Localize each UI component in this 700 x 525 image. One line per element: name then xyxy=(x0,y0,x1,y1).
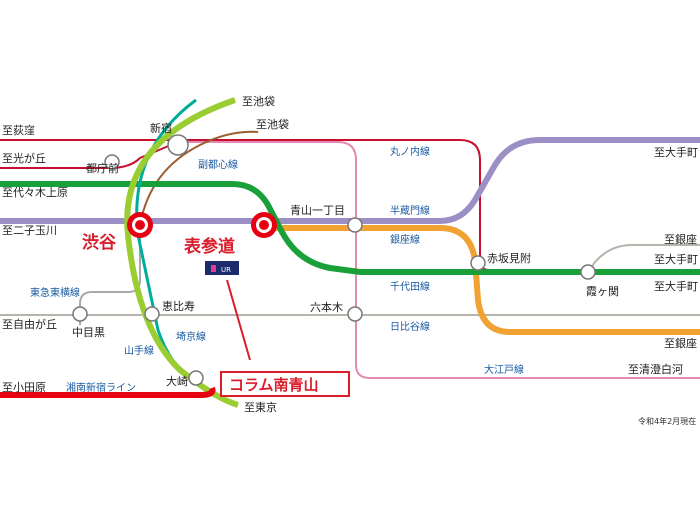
station-label-omotesando: 表参道 xyxy=(184,236,235,257)
station-marker-nakameguro xyxy=(72,306,88,322)
station-label-roppongi: 六本木 xyxy=(310,300,343,314)
line-label-fukutoshin: 副都心線 xyxy=(198,158,238,171)
shonan-shinjuku-line xyxy=(0,386,216,398)
line-label-hibiya: 日比谷線 xyxy=(390,320,430,333)
dest-jiyugaoka: 至自由が丘 xyxy=(2,317,57,331)
ur-logo: UR xyxy=(205,261,239,275)
svg-text:UR: UR xyxy=(221,266,231,274)
station-marker-kasumigaseki xyxy=(580,264,596,280)
line-label-marunouchi: 丸ノ内線 xyxy=(390,145,430,158)
ginza-line xyxy=(264,225,700,335)
dest-kiyosumi: 至清澄白河 xyxy=(628,362,683,376)
station-marker-shibuya-core xyxy=(135,220,145,230)
dest-ikebukuro-2: 至池袋 xyxy=(256,117,289,131)
station-label-tochomae: 都庁前 xyxy=(86,161,119,175)
station-label-osaki: 大崎 xyxy=(166,374,188,388)
oedo-line xyxy=(178,141,700,379)
station-marker-shinjuku xyxy=(167,134,189,156)
line-label-saikyo: 埼京線 xyxy=(176,330,206,343)
dest-ginza-2: 至銀座 xyxy=(664,336,697,350)
line-label-oedo: 大江戸線 xyxy=(484,363,524,376)
callout-box xyxy=(220,371,350,397)
station-label-shibuya: 渋谷 xyxy=(82,232,117,253)
fukutoshin-line xyxy=(139,130,259,226)
dest-hikarigaoka: 至光が丘 xyxy=(2,151,46,165)
dest-otemachi-2: 至大手町 xyxy=(654,252,698,266)
station-marker-ebisu xyxy=(144,306,160,322)
dest-ogikubo: 至荻窪 xyxy=(2,123,35,137)
dest-futako-tamagawa: 至二子玉川 xyxy=(2,224,57,237)
station-label-akasaka-mitsuke: 赤坂見附 xyxy=(487,251,531,265)
line-label-toyoko: 東急東横線 xyxy=(30,286,80,299)
dest-tokyo: 至東京 xyxy=(244,400,277,414)
station-label-kasumigaseki: 霞ヶ関 xyxy=(586,285,619,298)
hanzomon-line xyxy=(0,137,700,224)
station-label-nakameguro: 中目黒 xyxy=(72,326,105,339)
dest-odawara: 至小田原 xyxy=(2,381,46,394)
line-label-yamanote: 山手線 xyxy=(124,344,154,357)
station-marker-omotesando-core xyxy=(259,220,269,230)
line-label-shonan: 湘南新宿ライン xyxy=(66,381,136,394)
callout-leader-line xyxy=(226,279,251,361)
yamanote-line xyxy=(124,97,239,408)
station-marker-akasaka-mitsuke xyxy=(470,255,486,271)
station-label-ebisu: 恵比寿 xyxy=(162,299,195,313)
chiyoda-line xyxy=(0,181,700,275)
station-marker-tochomae xyxy=(104,154,120,170)
line-label-ginza: 銀座線 xyxy=(390,233,420,246)
station-label-aoyama-itchome: 青山一丁目 xyxy=(290,204,345,217)
dest-otemachi-3: 至大手町 xyxy=(654,279,698,293)
station-marker-osaki xyxy=(188,370,204,386)
station-marker-roppongi xyxy=(347,306,363,322)
date-note: 令和4年2月現在 xyxy=(638,416,696,426)
dest-otemachi-1: 至大手町 xyxy=(654,145,698,159)
line-label-hanzomon: 半蔵門線 xyxy=(390,204,430,217)
line-label-chiyoda: 千代田線 xyxy=(390,280,430,293)
station-marker-aoyama-itchome xyxy=(347,217,363,233)
dest-yoyogi-uehara: 至代々木上原 xyxy=(2,186,68,199)
callout-label: コラム南青山 xyxy=(229,376,319,394)
station-label-shinjuku: 新宿 xyxy=(150,121,172,135)
dest-ginza-1: 至銀座 xyxy=(664,232,697,246)
dest-ikebukuro-1: 至池袋 xyxy=(242,94,275,108)
